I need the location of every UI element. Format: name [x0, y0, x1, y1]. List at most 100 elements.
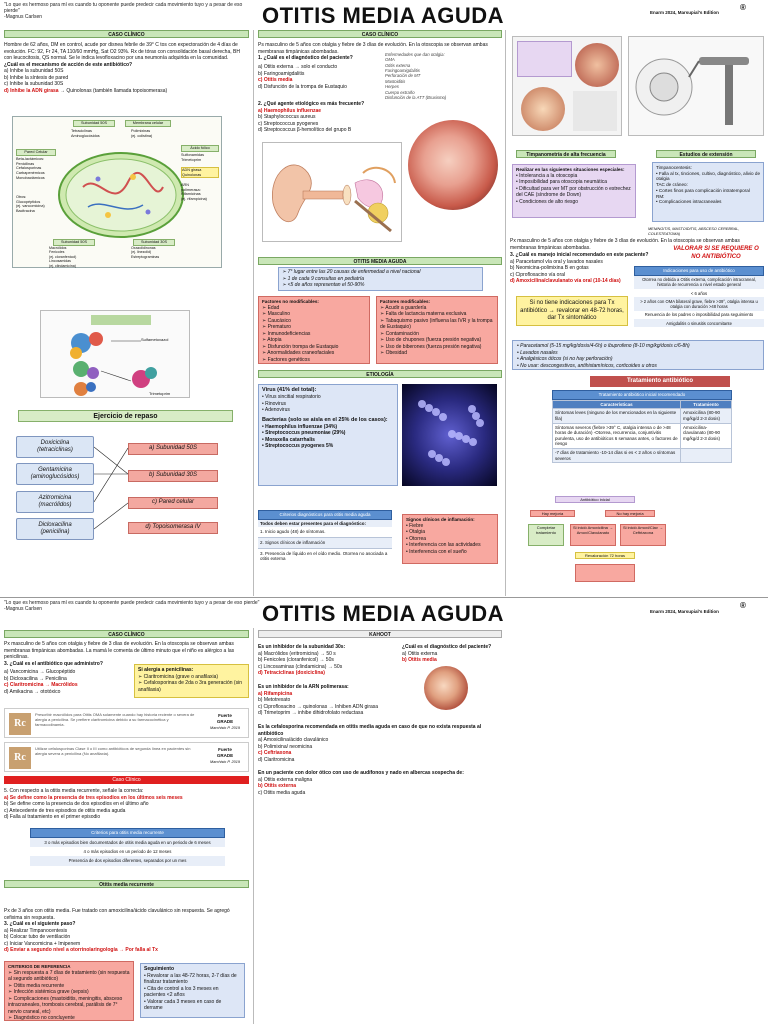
- recurrent-header: Otitis media recurrente: [4, 880, 249, 888]
- list-item: ➢ Anormalidades craneofaciales: [262, 350, 335, 357]
- modifiable-list: ➢ Acudir a guardería➢ Falta de lactancia…: [380, 305, 494, 357]
- rc-icon-2: Rc: [9, 747, 31, 769]
- kahoot-q2: ¿Cuál es el diagnóstico del paciente? a)…: [402, 644, 492, 663]
- label-trimetoprim: Trimetoprim: [149, 391, 171, 396]
- list-item: • Otalgia: [406, 529, 425, 536]
- flow-ceftriaxona: Si inició Amoxi/Clav → Ceftriaxona: [620, 524, 666, 546]
- timpanometry-label: Timpanometría de alta frecuencia: [516, 150, 616, 158]
- col1-case: Hombre de 62 años, DM en control, acude …: [4, 42, 240, 94]
- bottom-case-1: Px masculino de 5 años con otalgia y fie…: [4, 641, 235, 667]
- label-tetra: Tetraciclinas Aminoglucósidos: [71, 129, 100, 138]
- referral-criteria-box: CRITERIOS DE REFERENCIA ➢ Sin respuesta …: [4, 961, 134, 1021]
- list-item: ➢ Factores genéticos: [262, 356, 310, 363]
- etiology-box: Virus (41% del total): • Virus sincitial…: [258, 384, 398, 486]
- exercise-right-4[interactable]: d) Topoisomerasa IV: [128, 522, 218, 534]
- list-item: ➢ Complicaciones (mastoiditis, meningiti…: [8, 995, 123, 1015]
- list-item: ➢ Atopia: [262, 337, 282, 344]
- bottom-quote: "Lo que es hermoso para mí es cuando tu …: [4, 600, 260, 612]
- col3-case: Px masculino de 5 años con otalgia y fie…: [510, 238, 740, 251]
- bottom-case-header-1: CASO CLÍNICO: [4, 630, 249, 638]
- list-item: • Dificultad para ver MT por obstrucción…: [516, 185, 631, 199]
- list-item: • Lavados nasales: [517, 349, 558, 356]
- page-title: OTITIS MEDIA AGUDA: [261, 3, 505, 28]
- label-membrana: Membrana celular: [125, 120, 171, 127]
- tympanic-photo-1: [575, 43, 619, 87]
- otalgia-causes: Enfermedades que dan otalgia: OMA Otitis…: [385, 52, 447, 100]
- list-item: • Cita de control a los 3 meses en pacie…: [144, 985, 219, 999]
- list-item: • Interferencia con las actividades: [406, 542, 481, 549]
- label-sub50: Subunidad 50S: [73, 120, 115, 127]
- list-item: ➢ Masculino: [262, 311, 291, 318]
- list-item: • Intolerancia a la otoscopia: [516, 172, 578, 179]
- col2-case: Ps masculino de 5 años con otalgia y fie…: [258, 42, 488, 61]
- tympanic-photo-2: [521, 87, 565, 131]
- valorar-note: VALORAR SI SE REQUIERE O NO ANTIBIÓTICO: [673, 246, 759, 260]
- diagnostic-criteria-table: Criterios diagnósticos para otitis media…: [258, 510, 392, 564]
- kahoot-q5: En un paciente con dolor ótico con uso d…: [258, 770, 464, 796]
- tympanometer-illustration: [635, 57, 749, 125]
- list-item: • Virus sincitial respiratorio: [262, 394, 321, 401]
- flow-no-improve: No hay mejoría: [605, 510, 655, 517]
- recommendation-1: Rc Prescribir macrólidos para Otitis OMA…: [4, 708, 249, 738]
- exercise-connector-lines: [94, 446, 128, 530]
- flow-initial: Antibiótico inicial: [555, 496, 635, 503]
- list-item: ➢ Falta de lactancia materna exclusiva: [380, 311, 467, 318]
- edition-label-2: Enarm 2024, Marsupial's Edition: [650, 609, 719, 614]
- antibiotic-indications-table: Indicaciones para uso de antibiótico Oto…: [634, 266, 764, 328]
- list-item: ➢ Acudir a guardería: [380, 304, 427, 311]
- registered-mark-2: ®: [740, 601, 746, 610]
- recurrent-criteria-table: Criterios para otitis media recurrente 3…: [30, 828, 225, 866]
- list-item: • Streptococcus pneumoniae (29%): [262, 430, 346, 437]
- list-item: • Condiciones de alto riesgo: [516, 198, 579, 205]
- divider-3: [253, 628, 254, 1024]
- label-sulfas: Sulfonamidas Trimetoprim: [181, 153, 205, 162]
- non-modifiable-factors: Factores no modificables: ➢ Edad➢ Mascul…: [258, 296, 370, 364]
- list-item: ➢ Tabaquismo pasivo (influena las IVR y …: [380, 317, 493, 331]
- label-polimix: Polimixinas (ej. colistina): [131, 129, 153, 138]
- exercise-right-3[interactable]: c) Pared celular: [128, 497, 218, 509]
- label-arn: ARN polimerasa: Rifamicinas (ej. rifampi…: [181, 183, 207, 202]
- folate-pathway-figure: Sulfametoxazol Trimetoprim: [40, 310, 190, 398]
- list-item: • Analgésicos óticos (si no hay perforac…: [517, 356, 613, 362]
- tympanometer-figure: [628, 36, 764, 136]
- exercise-left-2[interactable]: Gentamicina (aminoglucósidos): [16, 463, 94, 485]
- treatment-flowchart: Antibiótico inicial Hay mejoría No hay m…: [520, 496, 670, 596]
- no-antibiotic-box: Si no tiene indicaciones para Tx antibió…: [516, 296, 628, 326]
- list-item: ➢ Diagnóstico no concluyente: [8, 1015, 75, 1022]
- follow-up-list: • Revalorar a las 48-72 horas, 2-7 días …: [144, 973, 241, 1012]
- flow-improves: Hay mejoría: [530, 510, 575, 517]
- list-item: • Streptococcus pyogenes 5%: [262, 443, 334, 450]
- special-situations-box: Realizar en las siguientes situaciones e…: [512, 164, 636, 218]
- flow-revalorar: Revaloración 72 horas: [575, 552, 635, 559]
- list-item: ➢ Disfunción trompa de Eustaquio: [262, 343, 339, 350]
- symptomatic-list: • Paracetamol (5-15 mg/kg/dosis/4-6h) o …: [517, 343, 759, 369]
- ear-anatomy-figure: [262, 142, 402, 242]
- exercise-left-3[interactable]: Azitromicina (macrólidos): [16, 491, 94, 513]
- oma-epidemiology: ➢ 7° lugar entre las 20 causas de enferm…: [278, 267, 483, 291]
- exercise-right-1[interactable]: a) Subunidad 50S: [128, 443, 218, 455]
- exercise-left-4[interactable]: Dicloxacilina (penicilina): [16, 518, 94, 540]
- list-item: ➢ Edad: [262, 304, 280, 311]
- exercise-left-1[interactable]: Doxiciclina (tetraciclinas): [16, 436, 94, 458]
- inflammation-signs: Signos clínicos de inflamación: • Fiebre…: [402, 514, 498, 564]
- kahoot-q1: Es un inhibidor de la subunidad 30s: a) …: [258, 644, 346, 676]
- special-situations-list: • Intolerancia a la otoscopia• Imposibil…: [516, 173, 632, 206]
- bottom-q3-options: a) Vancomicina → Glucopéptido b) Dicloxa…: [4, 669, 78, 695]
- kahoot-otoscopy-photo: [424, 666, 468, 710]
- col2-case-header: CASO CLÍNICO: [258, 30, 502, 38]
- kahoot-header: KAHOOT: [258, 630, 502, 638]
- list-item: ➢ Otitis media recurrente: [8, 982, 65, 989]
- list-item: ➢ Prematuro: [262, 324, 291, 331]
- list-item: • Revalorar a las 48-72 horas, 2-7 días …: [144, 972, 237, 986]
- protein-illustration: [70, 315, 157, 396]
- label-sub50b: Subunidad 50S: [53, 239, 95, 246]
- etiology-header: ETIOLOGÍA: [258, 370, 502, 378]
- list-item: • Valorar cada 3 meses en caso de derram…: [144, 998, 222, 1012]
- list-item: ➢ Caucásico: [262, 317, 291, 324]
- list-item: ➢ Obesidad: [380, 350, 407, 357]
- complications-note: MENINGITIS, MASTOIDITIS, ABSCESO CEREBRA…: [648, 227, 740, 236]
- symptomatic-treatment-box: • Paracetamol (5-15 mg/kg/dosis/4-6h) o …: [512, 340, 764, 370]
- label-folico: Ácido fólico: [181, 145, 219, 152]
- exercise-right-2[interactable]: b) Subunidad 30S: [128, 470, 218, 482]
